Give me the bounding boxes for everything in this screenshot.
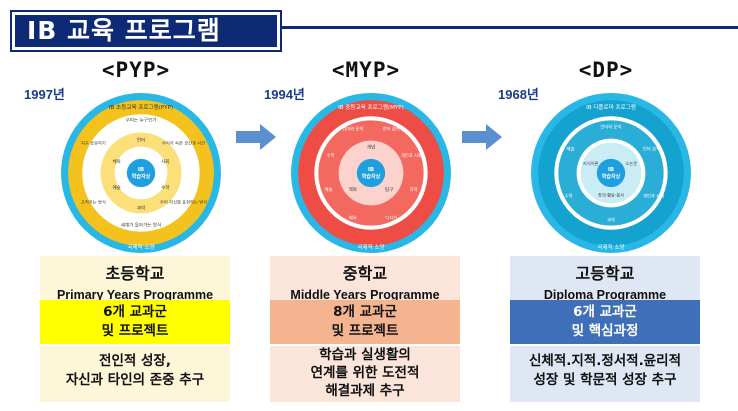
wheel-ring-label: 과학 xyxy=(410,186,418,193)
wheel-ring-label: 조직하는 방식 xyxy=(81,198,106,205)
program-description-box: 학습과 실생활의 연계를 위한 도전적 해결과제 추구 xyxy=(270,346,460,402)
wheel-inner-label: 개념 xyxy=(367,144,375,151)
wheel-ring-label: 예술 xyxy=(324,186,332,193)
wheel-ring-label: 세계가 돌아가는 방식 xyxy=(121,222,162,229)
wheel-ring-label: 언어와 문학 xyxy=(342,125,363,132)
wheel-inner-label: 소논문 xyxy=(625,161,637,167)
wheel-ring-title: IB 초등교육 프로그램(PYP) xyxy=(109,104,173,111)
program-name-kr: 초등학교 xyxy=(105,264,165,283)
title-underline xyxy=(280,26,738,29)
wheel-ring-label: 언어 습득 xyxy=(383,125,400,132)
program-myp: <MYP> 1994년 IB 학습자상 IB 중등교육 프로그램(MYP) 국제… xyxy=(264,58,466,408)
wheel-ring-bottom: 국제적 소양 xyxy=(597,243,624,251)
program-description: 연계를 위한 도전적 xyxy=(310,365,420,381)
program-description: 학습과 실생활의 xyxy=(319,347,411,363)
dp-curriculum-wheel: IB 학습자상 IB 디플로마 프로그램 국제적 소양 언어와 문학 언어 습득… xyxy=(530,92,692,254)
program-subjects: 6개 교과군 xyxy=(103,304,167,320)
program-dp: <DP> 1968년 IB 학습자상 IB 디플로마 프로그램 국제적 소양 언… xyxy=(498,58,706,408)
program-subjects-box: 8개 교과군 및 프로젝트 xyxy=(270,300,460,344)
wheel-ring-label: 체육 xyxy=(349,215,357,222)
wheel-ring-bottom: 국제적 소양 xyxy=(357,243,384,251)
program-subjects-box: 6개 교과군 및 핵심과정 xyxy=(510,300,700,344)
wheel-ring-label: 수학 xyxy=(564,192,572,199)
myp-curriculum-wheel: IB 학습자상 IB 중등교육 프로그램(MYP) 국제적 소양 언어와 문학 … xyxy=(290,92,452,254)
wheel-center-label: 학습자상 xyxy=(132,173,151,180)
program-name-box: 중학교 Middle Years Programme xyxy=(270,256,460,306)
program-name-en: Middle Years Programme xyxy=(290,288,440,302)
wheel-center xyxy=(126,158,156,188)
program-name-en: Diploma Programme xyxy=(543,288,667,302)
program-description: 전인적 성장, xyxy=(99,353,171,369)
wheel-ring-label: 언어 습득 xyxy=(643,146,660,153)
program-name-box: 초등학교 Primary Years Programme xyxy=(40,256,230,306)
wheel-inner-label: 체육 xyxy=(113,158,121,165)
wheel-ring-label: 디자인 xyxy=(385,215,397,222)
wheel-center-label: 학습자상 xyxy=(362,173,381,180)
wheel-inner-label: 언어 xyxy=(137,137,145,144)
wheel-center-label: 학습자상 xyxy=(602,173,621,180)
wheel-ring-label: 수학 xyxy=(327,152,335,159)
wheel-ring-label: 지구 공유하기 xyxy=(81,140,106,147)
wheel-center xyxy=(356,158,386,188)
program-description: 해결과제 추구 xyxy=(325,383,405,399)
program-subjects-box: 6개 교과군 및 프로젝트 xyxy=(40,300,230,344)
program-description: 자신과 타인의 존중 추구 xyxy=(65,372,205,388)
program-name-box: 고등학교 Diploma Programme xyxy=(510,256,700,306)
wheel-ring-label: 우리는 누구인가 xyxy=(126,116,158,123)
program-description: 성장 및 학문적 성장 추구 xyxy=(533,372,677,388)
wheel-center-label: IB xyxy=(368,167,374,173)
wheel-center-label: IB xyxy=(138,167,144,173)
program-subjects: 및 프로젝트 xyxy=(101,323,169,339)
program-title: <PYP> xyxy=(101,58,171,82)
arrow-right-icon xyxy=(462,124,502,150)
program-subjects: 및 프로젝트 xyxy=(331,323,399,339)
wheel-inner-label: 창의·활동·봉사 xyxy=(598,191,624,198)
arrow-right-icon xyxy=(236,124,276,150)
wheel-inner-label: 탐구 xyxy=(385,186,393,193)
program-year: 1994년 xyxy=(264,87,305,102)
program-description-box: 신체적.지적.정서적.윤리적 성장 및 학문적 성장 추구 xyxy=(510,346,700,402)
wheel-ring-title: IB 디플로마 프로그램 xyxy=(586,103,636,111)
program-name-en: Primary Years Programme xyxy=(56,288,214,302)
wheel-ring-label: 우리가 속한 공간과 시간 xyxy=(162,140,205,147)
wheel-ring-label: 개인과 사회 xyxy=(643,192,664,199)
program-description-box: 전인적 성장, 자신과 타인의 존중 추구 xyxy=(40,346,230,402)
wheel-inner-label: 수학 xyxy=(161,184,170,191)
program-subjects: 8개 교과군 xyxy=(333,304,397,320)
wheel-inner-label: 사회 xyxy=(161,158,169,165)
program-pyp: <PYP> 1997년 IB 학습자상 IB 초등교육 프로그램(PYP) 국제… xyxy=(24,58,236,408)
wheel-ring-label: 개인과 사회 xyxy=(401,152,422,159)
wheel-center-label: IB xyxy=(608,167,614,173)
wheel-ring-label: 우리 자신을 표현하는 방식 xyxy=(160,198,207,205)
program-year: 1968년 xyxy=(498,87,539,102)
program-subjects: 및 핵심과정 xyxy=(571,323,639,339)
wheel-ring-bottom: 국제적 소양 xyxy=(127,243,154,251)
wheel-ring-label: 언어와 문학 xyxy=(600,123,621,130)
program-title: <DP> xyxy=(578,58,634,82)
wheel-ring-title: IB 중등교육 프로그램(MYP) xyxy=(338,104,404,111)
wheel-ring-label: 과학 xyxy=(607,217,615,224)
program-name-kr: 고등학교 xyxy=(575,264,635,283)
program-title: <MYP> xyxy=(331,58,401,82)
title-banner: IB 교육 프로그램 xyxy=(4,8,738,52)
program-year: 1997년 xyxy=(24,87,65,102)
wheel-inner-label: 지식이론 xyxy=(583,160,599,167)
program-description: 신체적.지적.정서적.윤리적 xyxy=(528,353,681,369)
pyp-curriculum-wheel: IB 학습자상 IB 초등교육 프로그램(PYP) 국제적 소양 우리는 누구인… xyxy=(60,92,222,254)
page-title: IB 교육 프로그램 xyxy=(12,12,280,50)
wheel-inner-label: 과학 xyxy=(137,204,146,211)
program-name-kr: 중학교 xyxy=(342,264,388,283)
wheel-inner-label: 예술 xyxy=(113,184,121,191)
wheel-ring-label: 예술 xyxy=(567,146,575,153)
program-subjects: 6개 교과군 xyxy=(573,304,637,320)
wheel-inner-label: 맥락 xyxy=(349,186,358,193)
wheel-center xyxy=(596,158,626,188)
